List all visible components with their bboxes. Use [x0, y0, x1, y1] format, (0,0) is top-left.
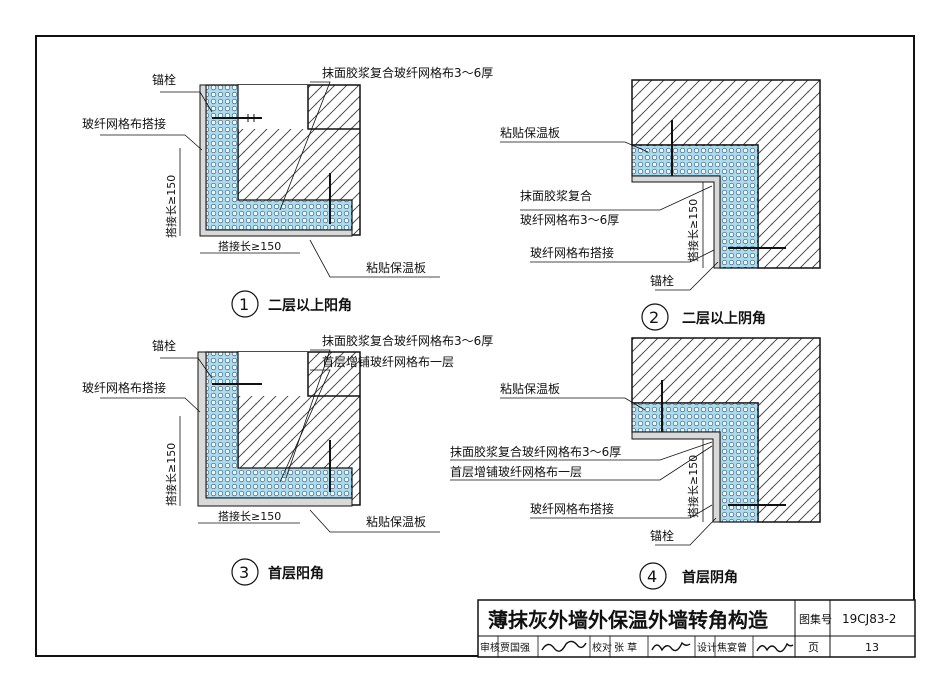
- anchor-icon: [661, 380, 786, 506]
- diagram-number-circle: [231, 558, 259, 586]
- label-anchor: 锚栓: [650, 528, 674, 543]
- diagram-title: 首层阴角: [682, 569, 738, 586]
- review-label: 审核: [480, 641, 500, 654]
- label-overlap-vertical: 搭接长≥150: [687, 455, 700, 518]
- diagram-number-circle: [231, 290, 259, 318]
- diagram-title: 二层以上阴角: [682, 310, 766, 327]
- check-label: 校对: [592, 641, 612, 654]
- anchor-icon: [212, 383, 331, 492]
- label-coating: 抹面胶浆复合玻纤网格布3～6厚: [322, 65, 493, 80]
- label-extra-mesh: 首层增铺玻纤网格布一层: [450, 464, 582, 479]
- label-overlap-vertical: 搭接长≥150: [165, 175, 178, 238]
- drawing-frame: [35, 35, 915, 657]
- label-mesh-overlap: 玻纤网格布搭接: [82, 380, 166, 395]
- page-label: 页: [808, 641, 819, 654]
- design-label: 设计: [697, 641, 717, 654]
- diagram-title: 二层以上阳角: [268, 297, 352, 314]
- label-coating: 抹面胶浆复合玻纤网格布3～6厚: [450, 444, 621, 459]
- label-coating-line1: 抹面胶浆复合: [520, 188, 592, 203]
- checker-signature: [651, 641, 691, 652]
- label-anchor: 锚栓: [152, 338, 176, 353]
- label-mesh-overlap: 玻纤网格布搭接: [530, 245, 614, 260]
- label-coating-line2: 玻纤网格布3～6厚: [520, 212, 619, 227]
- label-mesh-overlap: 玻纤网格布搭接: [82, 116, 166, 131]
- atlas-label: 图集号: [799, 612, 832, 626]
- diagram-number-circle: [641, 303, 669, 331]
- diagram-1-outer-corner: 锚栓 玻纤网格布搭接 抹面胶浆复合玻纤网格布3～6厚 搭接长≥150 搭接长≥1…: [82, 65, 493, 318]
- label-coating: 抹面胶浆复合玻纤网格布3～6厚: [322, 333, 493, 348]
- diagram-2-inner-corner: 粘贴保温板 抹面胶浆复合 玻纤网格布3～6厚 玻纤网格布搭接 搭接长≥150 锚…: [500, 79, 821, 331]
- anchor-icon: [671, 120, 786, 249]
- label-overlap-horizontal: 搭接长≥150: [218, 240, 281, 253]
- label-anchor: 锚栓: [650, 273, 674, 288]
- label-mesh-overlap: 玻纤网格布搭接: [530, 501, 614, 516]
- designer-name: 焦宴曾: [717, 641, 747, 654]
- diagram-number-circle: [639, 562, 667, 590]
- diagram-4-inner-corner-ground: 粘贴保温板 抹面胶浆复合玻纤网格布3～6厚 首层增铺玻纤网格布一层 搭接长≥15…: [450, 337, 821, 590]
- diagram-3-outer-corner-ground: 锚栓 玻纤网格布搭接 抹面胶浆复合玻纤网格布3～6厚 首层增铺玻纤网格布一层 搭…: [82, 333, 493, 586]
- diagram-number: 4: [647, 567, 657, 586]
- anchor-icon: [212, 114, 331, 224]
- title-block: 薄抹灰外墙外保温外墙转角构造 图集号 19CJ83-2 审核 贾国强 校对 张 …: [477, 599, 916, 658]
- checker-name: 张 草: [614, 642, 637, 654]
- atlas-number: 19CJ83-2: [842, 612, 896, 626]
- reviewer-signature: [541, 640, 587, 652]
- label-board: 粘贴保温板: [366, 260, 426, 275]
- label-board: 粘贴保温板: [500, 381, 560, 396]
- diagram-number: 1: [239, 295, 249, 314]
- reviewer-name: 贾国强: [500, 642, 530, 654]
- designer-signature: [756, 642, 794, 653]
- label-overlap-vertical: 搭接长≥150: [687, 199, 700, 262]
- label-board: 粘贴保温板: [366, 514, 426, 529]
- diagram-title: 首层阳角: [268, 565, 324, 582]
- label-overlap-vertical: 搭接长≥150: [165, 443, 178, 506]
- drawing-title: 薄抹灰外墙外保温外墙转角构造: [488, 608, 769, 632]
- label-extra-mesh: 首层增铺玻纤网格布一层: [322, 354, 454, 369]
- diagram-number: 2: [649, 308, 659, 327]
- page-number: 13: [865, 641, 879, 654]
- label-overlap-horizontal: 搭接长≥150: [218, 510, 281, 523]
- label-anchor: 锚栓: [152, 72, 176, 87]
- diagram-number: 3: [239, 563, 249, 582]
- label-board: 粘贴保温板: [500, 125, 560, 140]
